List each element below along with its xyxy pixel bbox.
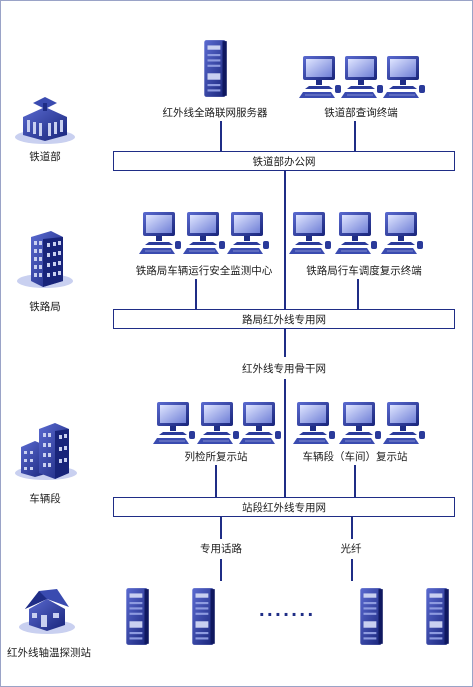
backbone-line [284,329,286,357]
backbone-line [284,379,286,497]
server-icon [357,587,385,647]
ministry-network-bar: 铁道部办公网 [113,151,455,171]
computer-icon [381,55,427,99]
computer-icon [339,55,385,99]
level-label-ministry: 铁道部 [29,151,61,163]
building-icon [15,97,75,144]
fiber-line [351,559,353,581]
level-label-bureau: 铁路局 [29,301,61,313]
office-icon [15,423,77,480]
computer-icon [225,211,271,255]
server-icon [123,587,151,647]
computer-icon [181,211,227,255]
level-label-depot: 车辆段 [29,493,61,505]
bureau-network-bar: 路局红外线专用网 [113,309,455,329]
fiber-label: 光纤 [340,543,362,555]
inspection-station-label: 列检所复示站 [184,451,248,463]
ministry-terminals-label: 铁道部查询终端 [324,107,398,119]
link-line [284,171,286,311]
dedicated-line [220,517,222,539]
fiber-line [351,517,353,539]
ellipsis: ······· [258,605,316,624]
dedicated-line-label: 专用话路 [200,543,242,555]
link-line [195,279,197,311]
bureau-terminals-label: 铁路局行车调度复示终端 [306,265,422,277]
computer-icon [195,401,241,445]
server-icon [189,587,217,647]
computer-icon [381,401,427,445]
backbone-label: 红外线专用骨干网 [242,363,326,375]
computer-icon [287,211,333,255]
house-icon [19,589,75,634]
server-label: 红外线全路联网服务器 [162,107,268,119]
computer-icon [379,211,425,255]
computer-icon [337,401,383,445]
dedicated-line [220,559,222,581]
computer-icon [333,211,379,255]
depot-station-label: 车辆段（车间）复示站 [302,451,408,463]
link-line [357,279,359,311]
level-label-station: 红外线轴温探测站 [7,647,91,659]
computer-icon [297,55,343,99]
computer-icon [137,211,183,255]
server-icon [201,39,229,99]
server-icon [423,587,451,647]
station-network-bar: 站段红外线专用网 [113,497,455,517]
computer-icon [237,401,283,445]
link-line [354,121,356,151]
link-line [215,465,217,497]
link-line [220,121,222,151]
link-line [354,465,356,497]
computer-icon [291,401,337,445]
bureau-center-label: 铁路局车辆运行安全监测中心 [135,265,273,277]
tower-icon [17,231,73,288]
computer-icon [151,401,197,445]
